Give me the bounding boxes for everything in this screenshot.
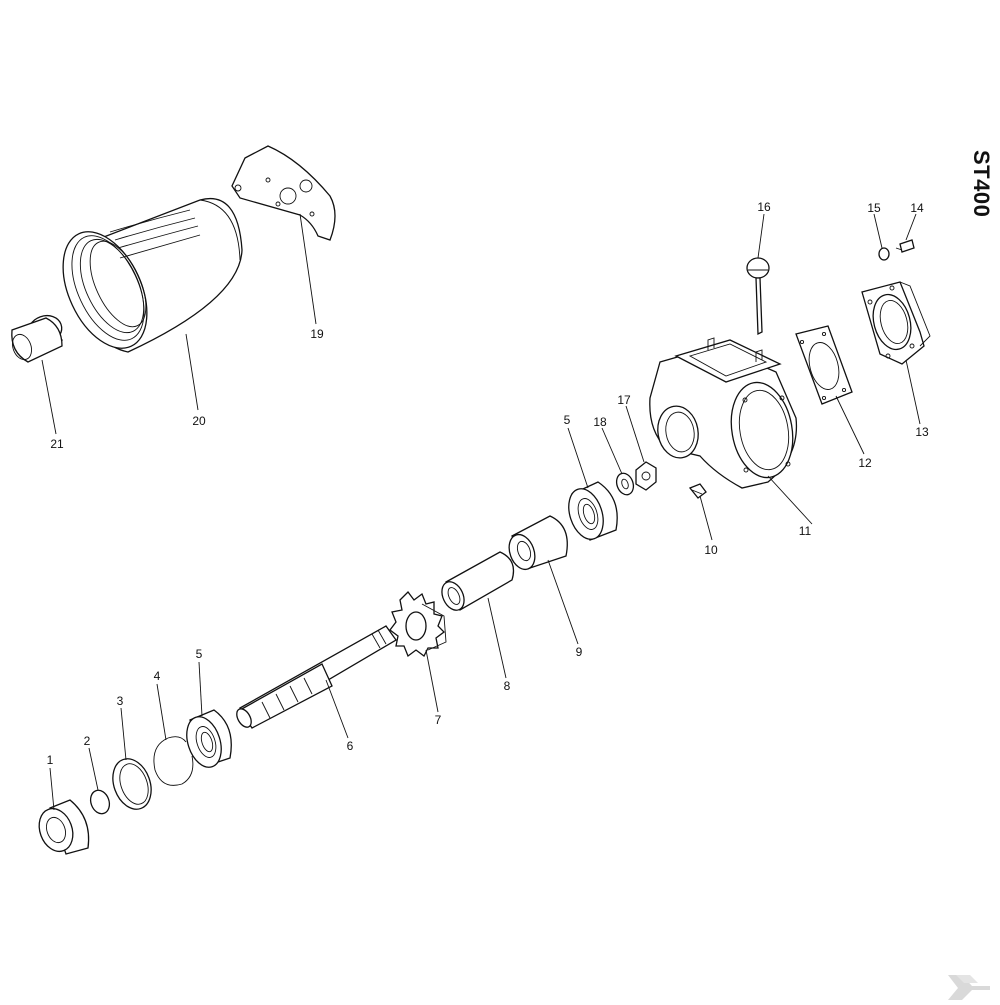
- part-3-ring: [112, 758, 152, 810]
- label-part-18: 18: [593, 415, 607, 429]
- part-5-bearing-left: [186, 709, 232, 768]
- label-part-11: 11: [799, 524, 812, 538]
- label-part-5-left: 5: [196, 647, 203, 661]
- label-part-9: 9: [576, 645, 583, 659]
- part-11-gearbox-housing: [649, 337, 798, 489]
- part-13-cover-flange: [861, 281, 931, 365]
- part-10-plug-screw: [688, 483, 707, 499]
- label-part-20: 20: [192, 414, 206, 428]
- brand-logo-icon: [948, 975, 990, 1000]
- label-part-21: 21: [50, 437, 64, 451]
- part-5-bearing-right: [568, 481, 618, 541]
- part-labels: 1 2 3 4 5 6 7 8 9 5 10 11 12 13 14 15 16…: [47, 200, 929, 767]
- part-21-end-cap: [11, 314, 64, 363]
- part-8-spacer-tube: [441, 551, 515, 611]
- leader-lines: [41, 213, 921, 811]
- label-part-13: 13: [915, 425, 929, 439]
- part-7-sprocket: [389, 591, 447, 658]
- label-part-5-right: 5: [564, 413, 571, 427]
- label-part-16: 16: [757, 200, 771, 214]
- part-16-dipstick: [746, 257, 770, 336]
- label-part-15: 15: [867, 201, 881, 215]
- part-20-guard-tube: [62, 198, 243, 353]
- part-12-gasket: [795, 325, 853, 405]
- label-part-19: 19: [310, 327, 324, 341]
- part-14-bolt: [895, 239, 915, 253]
- label-part-3: 3: [117, 694, 124, 708]
- part-9-stepped-bush: [508, 515, 568, 571]
- part-19-shield-plate: [231, 145, 336, 241]
- label-part-6: 6: [347, 739, 354, 753]
- label-part-2: 2: [84, 734, 91, 748]
- label-part-12: 12: [858, 456, 872, 470]
- label-part-7: 7: [435, 713, 442, 727]
- part-17-nut: [635, 461, 657, 491]
- part-18-washer: [615, 472, 635, 496]
- label-part-1: 1: [47, 753, 54, 767]
- part-2-o-ring: [89, 789, 111, 815]
- label-part-14: 14: [910, 201, 924, 215]
- part-1-bush: [38, 799, 90, 855]
- part-4-circlip: [153, 736, 194, 786]
- model-code: ST400: [969, 150, 994, 218]
- label-part-4: 4: [154, 669, 161, 683]
- part-6-splined-shaft: [236, 625, 397, 729]
- label-part-17: 17: [617, 393, 631, 407]
- label-part-8: 8: [504, 679, 511, 693]
- model-code-vertical: ST400: [968, 150, 1000, 240]
- label-part-10: 10: [704, 543, 718, 557]
- part-15-washer: [878, 247, 890, 261]
